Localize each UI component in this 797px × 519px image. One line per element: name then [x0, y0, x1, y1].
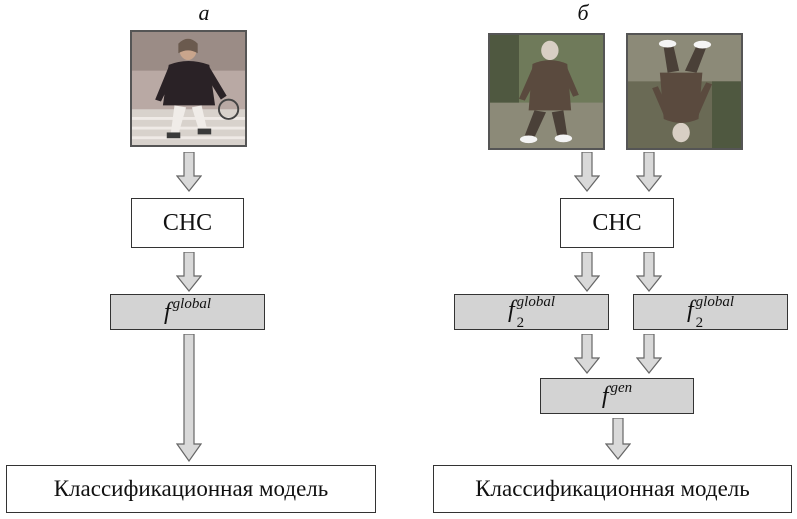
feature-superscript: global [695, 294, 734, 310]
feature-subscript: 2 [695, 315, 704, 331]
person-photo-b-left [488, 33, 605, 150]
person-photo-a [130, 30, 247, 147]
arrow-down-icon [636, 252, 662, 292]
arrow-down-icon [574, 252, 600, 292]
feature-superscript: global [516, 294, 555, 310]
cnn-box-a: СНС [131, 198, 244, 248]
panel-label-a: a [198, 0, 210, 25]
global-feature-box-a: f global [110, 294, 265, 330]
classifier-box-b: Классификационная модель [433, 465, 792, 513]
classifier-box-a: Классификационная модель [6, 465, 376, 513]
feature-superscript: gen [610, 379, 633, 396]
cnn-box-b: СНС [560, 198, 674, 248]
arrow-down-icon [636, 334, 662, 374]
feature-base: f [601, 382, 609, 409]
person-photo-b-right [626, 33, 743, 150]
arrow-down-icon [176, 334, 202, 462]
general-feature-box-b: f gen [540, 378, 694, 414]
feature-base: f [686, 297, 694, 323]
global-feature-box-b-left: f global 2 [454, 294, 609, 331]
feature-superscript: global [172, 295, 211, 312]
arrow-down-icon [574, 152, 600, 192]
feature-base: f [507, 297, 515, 323]
arrow-down-icon [176, 252, 202, 292]
panel-label-b: б [577, 0, 589, 25]
arrow-down-icon [176, 152, 202, 192]
global-feature-box-b-right: f global 2 [633, 294, 788, 331]
arrow-down-icon [574, 334, 600, 374]
feature-base: f [163, 298, 171, 325]
feature-subscript: 2 [516, 315, 525, 331]
arrow-down-icon [605, 418, 631, 460]
arrow-down-icon [636, 152, 662, 192]
